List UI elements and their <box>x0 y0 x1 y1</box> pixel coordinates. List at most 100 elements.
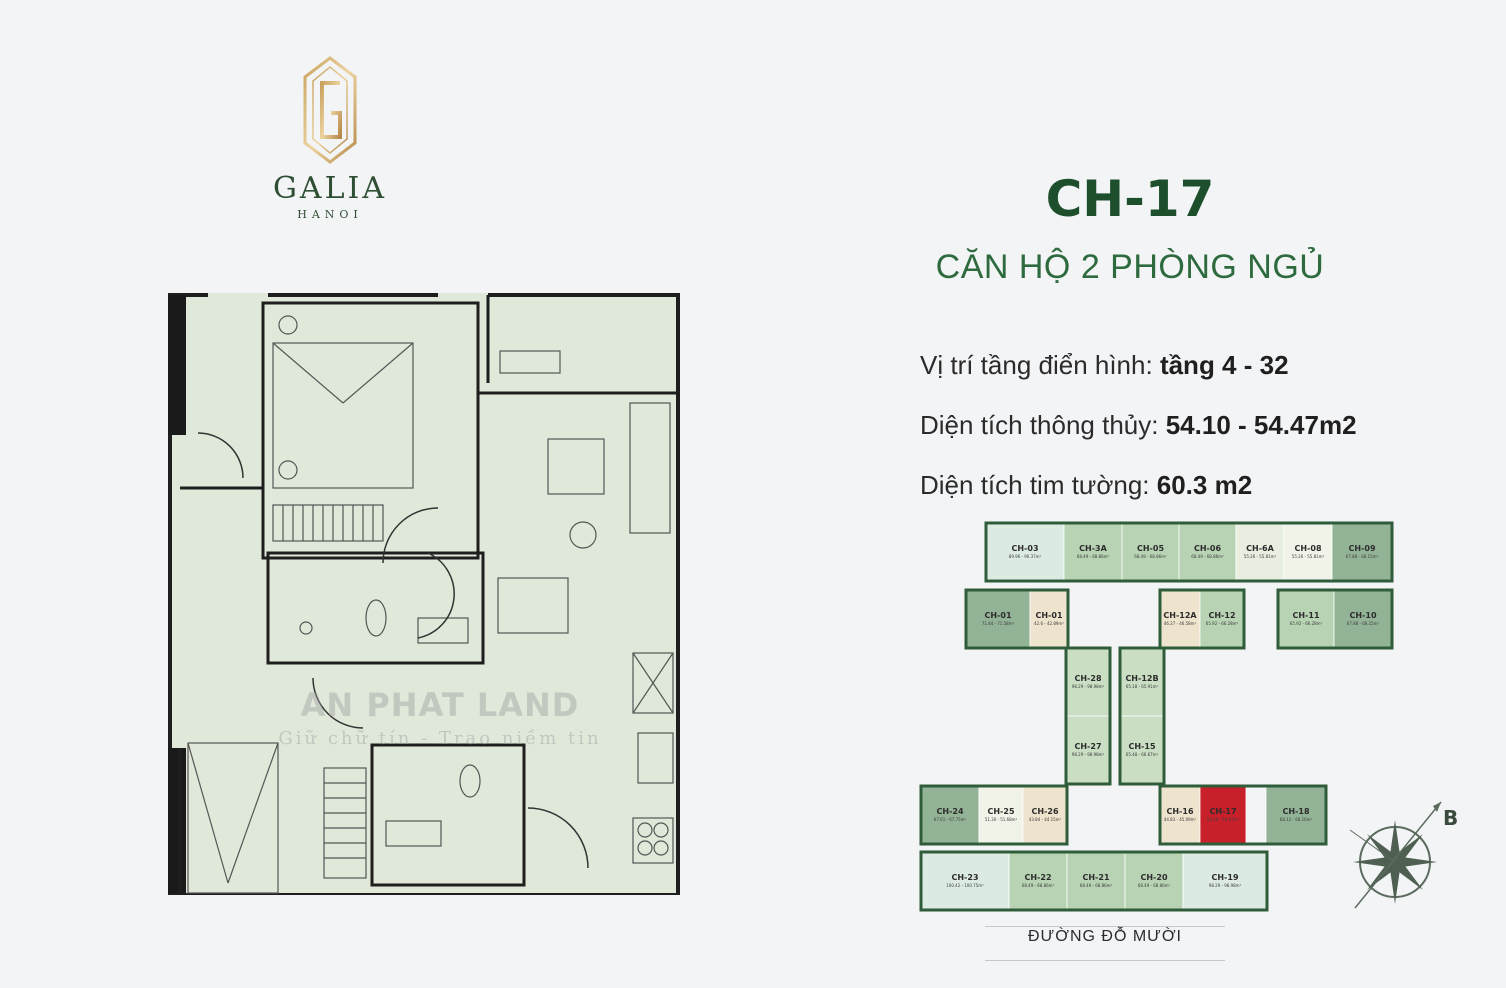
keyplan-unit-cell <box>1199 589 1245 649</box>
keyplan-unit-id: CH-22 <box>1024 873 1051 882</box>
keyplan-unit-area: 44.83 - 45.09m² <box>1164 817 1197 822</box>
keyplan-unit-area: 98.29 - 98.98m² <box>1072 752 1105 757</box>
keyplan-unit-id: CH-3A <box>1079 544 1107 553</box>
keyplan-unit-area: 42.6 - 42.89m² <box>1034 621 1064 626</box>
keyplan-unit-id: CH-12A <box>1163 611 1197 620</box>
keyplan-unit-id: CH-18 <box>1282 807 1309 816</box>
keyplan-wing-outline <box>964 588 1070 650</box>
keyplan-wing-outline <box>1064 646 1112 786</box>
keyplan-unit-area: 68.49 - 68.86m² <box>1022 883 1055 888</box>
keyplan-unit-id: CH-12B <box>1125 674 1158 683</box>
floor-plan <box>168 293 680 895</box>
keyplan-unit-cell <box>1121 522 1180 582</box>
keyplan-unit-area: 65.18 - 65.91m² <box>1126 684 1159 689</box>
keyplan-unit-area: 68.49 - 68.86m² <box>1080 883 1113 888</box>
keyplan-unit-area: 68.12 - 68.16m² <box>1280 817 1313 822</box>
net-area-label: Diện tích thông thủy: <box>920 410 1166 440</box>
keyplan-unit-cell <box>1331 522 1393 582</box>
keyplan-unit-id: CH-12 <box>1208 611 1235 620</box>
keyplan-unit-cell <box>1066 851 1126 911</box>
keyplan-unit-area: 65.48 - 66.67m² <box>1126 752 1159 757</box>
keyplan-unit-id: CH-11 <box>1292 611 1319 620</box>
keyplan-unit-id: CH-03 <box>1011 544 1038 553</box>
keyplan-unit-area: 55.26 - 55.81m² <box>1244 554 1277 559</box>
keyplan-unit-cell <box>1065 715 1111 785</box>
street-label: ĐƯỜNG ĐỖ MƯỜI <box>1028 928 1182 945</box>
keyplan-unit-area: 89.96 - 90.37m² <box>1009 554 1042 559</box>
floor-value: tầng 4 - 32 <box>1159 350 1289 380</box>
keyplan-unit-id: CH-28 <box>1074 674 1101 683</box>
keyplan-wing-outline <box>1158 784 1328 846</box>
keyplan-unit-id: CH-24 <box>936 807 963 816</box>
keyplan-unit-cell <box>1235 522 1285 582</box>
keyplan-unit-id: CH-21 <box>1082 873 1109 882</box>
unit-type: CĂN HỘ 2 PHÒNG NGỦ <box>935 248 1325 286</box>
keyplan-unit-cell <box>1265 785 1327 845</box>
keyplan-unit-id: CH-08 <box>1294 544 1321 553</box>
keyplan-unit-area: 65.92 - 66.28m² <box>1206 621 1239 626</box>
keyplan-wing-outline <box>1158 588 1246 650</box>
keyplan-unit-area: 68.49 - 68.86m² <box>1077 554 1110 559</box>
keyplan-unit-id: CH-23 <box>951 873 978 882</box>
keyplan-unit-area: 46.27 - 46.58m² <box>1164 621 1197 626</box>
keyplan-wing-outline <box>919 784 1069 846</box>
keyplan-unit-cell <box>920 785 980 845</box>
brand-logo: GALIA HANOI <box>270 55 390 221</box>
keyplan-unit-cell <box>1022 785 1068 845</box>
keyplan-unit-id: CH-6A <box>1246 544 1274 553</box>
keyplan-unit-id: CH-01 <box>984 611 1011 620</box>
keyplan-unit-id: CH-15 <box>1128 742 1155 751</box>
keyplan-unit-id: CH-09 <box>1348 544 1375 553</box>
keyplan-unit-cell <box>1283 522 1333 582</box>
brand-subtitle: HANOI <box>297 208 363 221</box>
net-area-value: 54.10 - 54.47m2 <box>1165 410 1357 440</box>
keyplan-unit-cell <box>1029 589 1069 649</box>
keyplan-unit-area: 65.92 - 66.28m² <box>1290 621 1323 626</box>
compass-icon: B <box>1349 801 1458 909</box>
gross-area-label: Diện tích tim tường: <box>920 470 1157 500</box>
keyplan-unit-area: 67.88 - 68.15m² <box>1347 621 1380 626</box>
keyplan-unit-area: 67.88 - 68.15m² <box>1346 554 1379 559</box>
keyplan-wing-outline <box>1276 588 1394 650</box>
galia-monogram-icon <box>303 56 357 164</box>
gross-area-info: Diện tích tim tường: 60.3 m2 <box>920 470 1252 501</box>
keyplan-unit-area: 68.49 - 68.86m² <box>1191 554 1224 559</box>
keyplan-wing-outline <box>919 850 1269 912</box>
keyplan-unit-id: CH-25 <box>987 807 1014 816</box>
keyplan-unit-id: CH-17 <box>1209 807 1236 816</box>
keyplan-unit-id: CH-06 <box>1194 544 1221 553</box>
keyplan-wing-outline <box>1118 646 1166 786</box>
keyplan-unit-area: 43.84 - 44.15m² <box>1029 817 1062 822</box>
floor-label: Vị trí tầng điển hình: <box>920 350 1160 380</box>
net-area-info: Diện tích thông thủy: 54.10 - 54.47m2 <box>920 410 1357 441</box>
keyplan-unit-id: CH-01 <box>1035 611 1062 620</box>
keyplan-unit-id: CH-27 <box>1074 742 1101 751</box>
keyplan-unit-area: 68.49 - 68.86m² <box>1134 554 1167 559</box>
keyplan-unit-area: 98.29 - 98.98m² <box>1209 883 1242 888</box>
keyplan-unit-area: 71.84 - 71.58m² <box>982 621 1015 626</box>
keyplan-unit-area: 100.42 - 100.75m² <box>946 883 984 888</box>
keyplan-unit-id: CH-10 <box>1349 611 1376 620</box>
